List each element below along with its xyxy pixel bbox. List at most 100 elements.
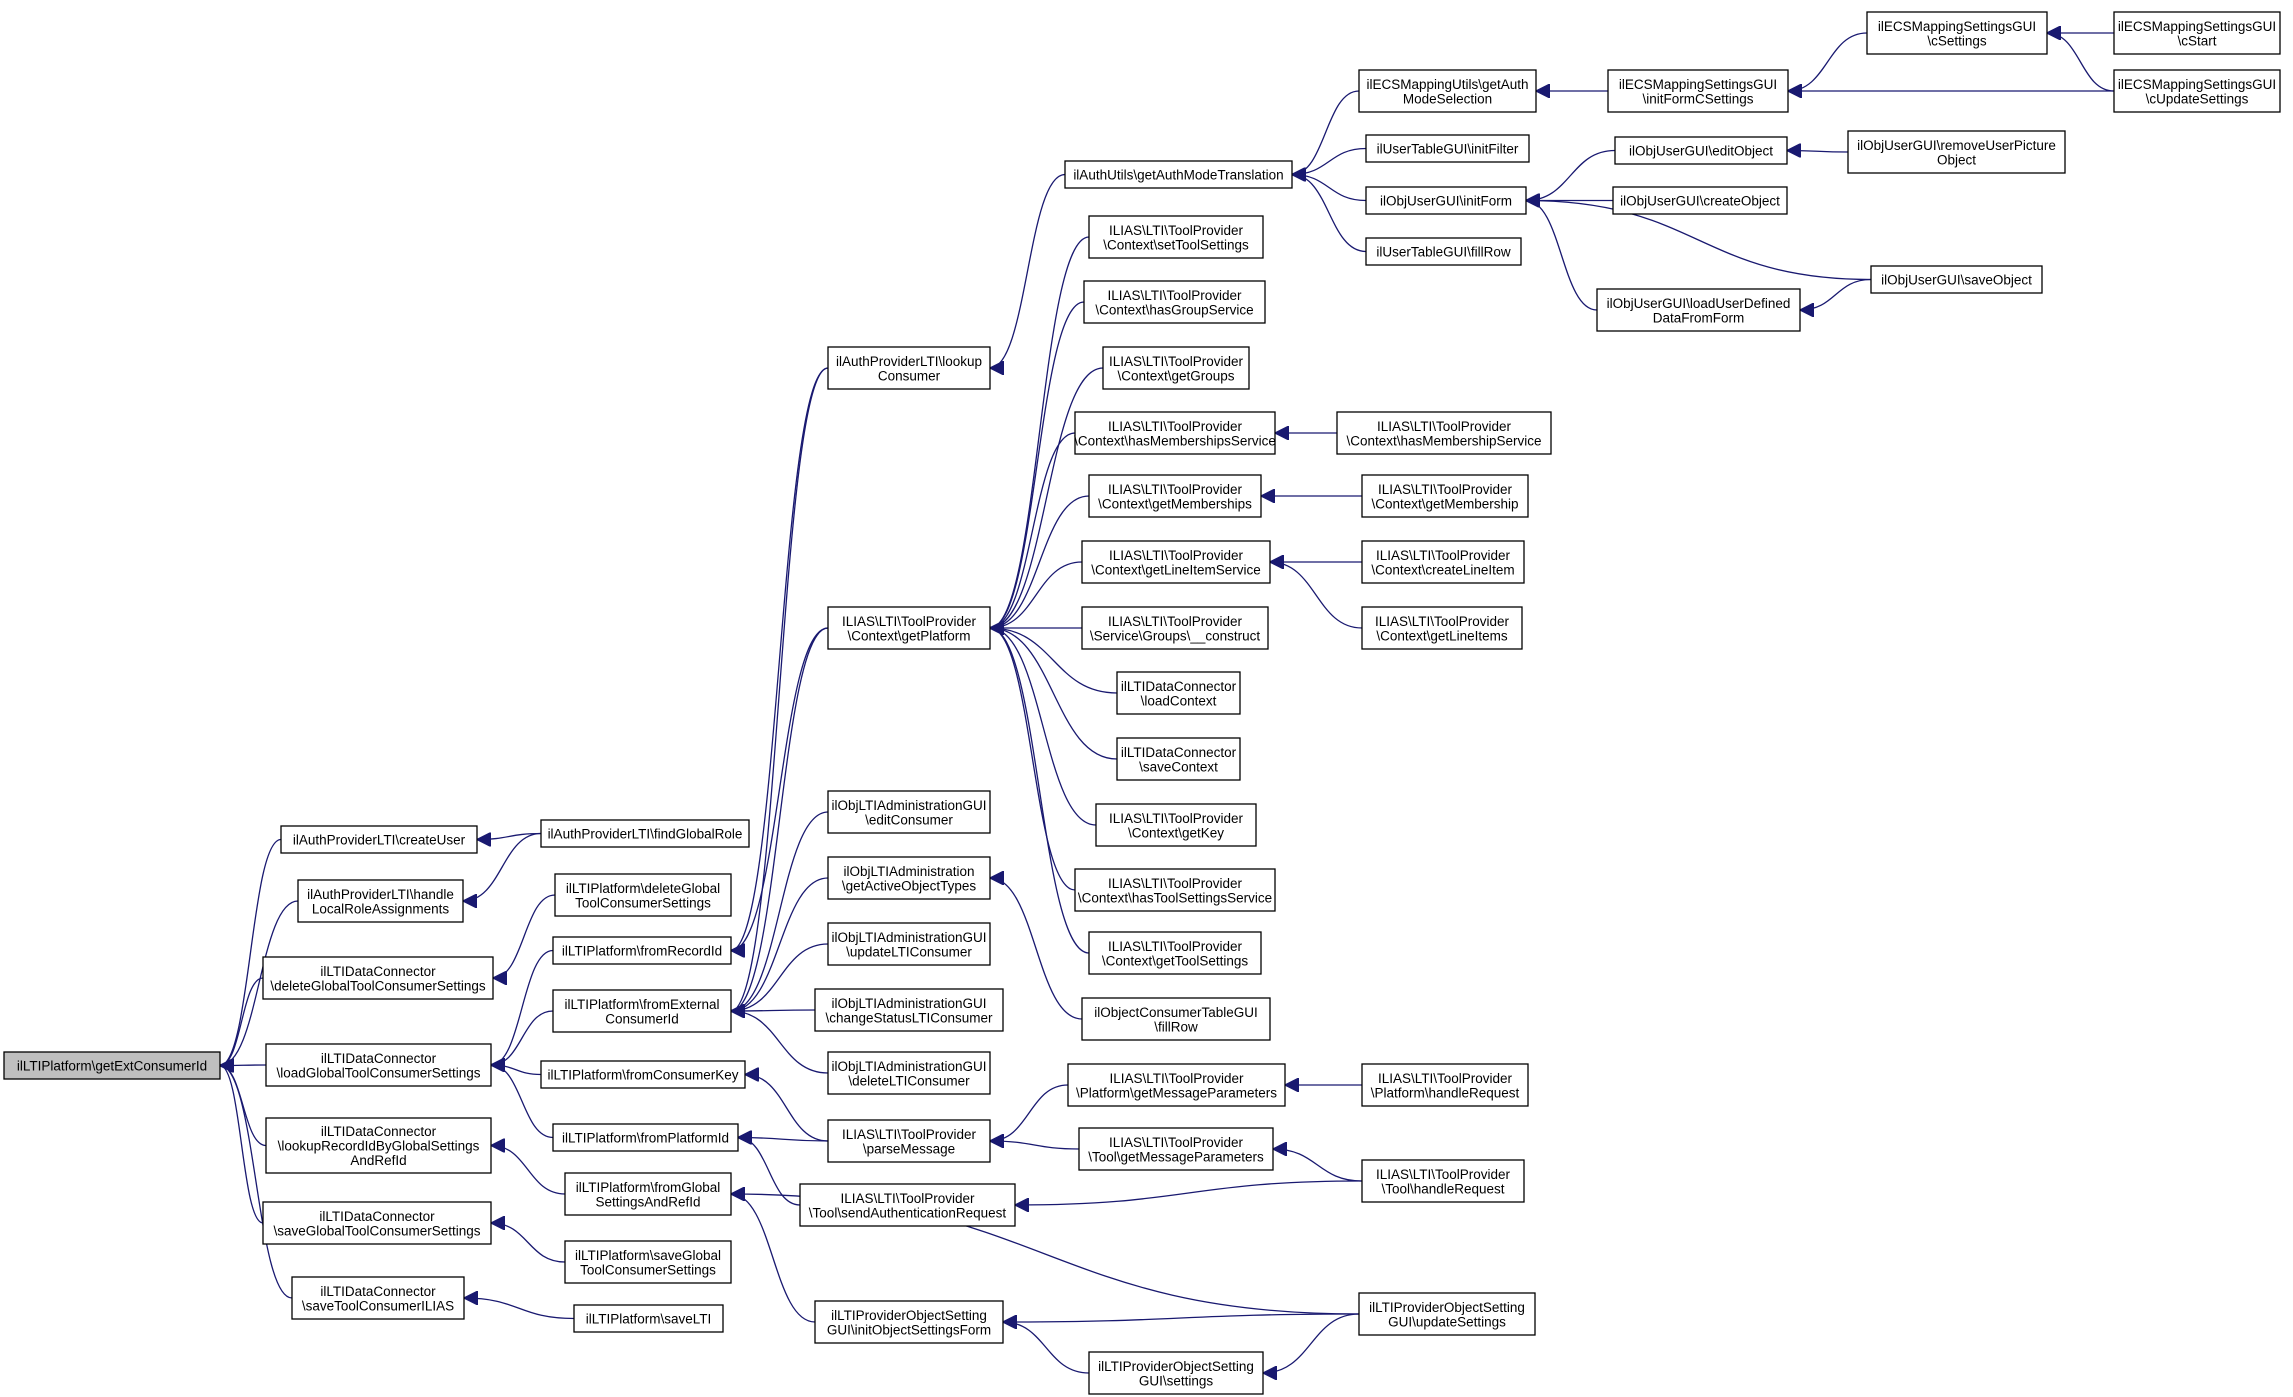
node-box bbox=[554, 873, 732, 917]
node-n62[interactable]: ilECSMappingSettingsGUI\cStart bbox=[2113, 11, 2281, 55]
node-label-line: ilObjUserGUI\loadUserDefined bbox=[1607, 296, 1791, 311]
node-n0[interactable]: ilLTIPlatform\getExtConsumerId bbox=[3, 1051, 221, 1080]
node-n22[interactable]: ilObjLTIAdministrationGUI\changeStatusLT… bbox=[814, 988, 1004, 1032]
node-n12[interactable]: ilLTIPlatform\fromConsumerKey bbox=[540, 1060, 746, 1089]
node-n45[interactable]: ilUserTableGUI\initFilter bbox=[1365, 134, 1530, 163]
node-n35[interactable]: ilLTIDataConnector\loadContext bbox=[1116, 671, 1241, 715]
node-n54[interactable]: ilLTIProviderObjectSettingGUI\updateSett… bbox=[1358, 1292, 1536, 1336]
node-n26[interactable]: ilLTIProviderObjectSettingGUI\initObject… bbox=[814, 1300, 1004, 1344]
node-label-line: SettingsAndRefId bbox=[595, 1194, 700, 1209]
node-label-line: \editConsumer bbox=[865, 812, 953, 827]
node-n21[interactable]: ilObjLTIAdministrationGUI\updateLTIConsu… bbox=[827, 922, 991, 966]
node-n61[interactable]: ilObjUserGUI\saveObject bbox=[1870, 265, 2043, 294]
node-n55[interactable]: ilECSMappingSettingsGUI\initFormCSetting… bbox=[1607, 69, 1789, 113]
node-n36[interactable]: ilLTIDataConnector\saveContext bbox=[1116, 737, 1241, 781]
node-n28[interactable]: ILIAS\LTI\ToolProvider\Context\setToolSe… bbox=[1088, 215, 1264, 259]
node-n3[interactable]: ilLTIDataConnector\deleteGlobalToolConsu… bbox=[262, 956, 494, 1000]
node-n33[interactable]: ILIAS\LTI\ToolProvider\Context\getLineIt… bbox=[1081, 540, 1271, 584]
edge-n53-to-n42 bbox=[1273, 1149, 1363, 1182]
node-n9[interactable]: ilLTIPlatform\deleteGlobalToolConsumerSe… bbox=[554, 873, 732, 917]
node-n41[interactable]: ILIAS\LTI\ToolProvider\Platform\getMessa… bbox=[1067, 1063, 1286, 1107]
node-box bbox=[799, 1183, 1016, 1227]
node-n18[interactable]: ILIAS\LTI\ToolProvider\Context\getPlatfo… bbox=[827, 606, 991, 650]
node-label-line: ilLTIPlatform\fromPlatformId bbox=[562, 1131, 729, 1146]
node-n7[interactable]: ilLTIDataConnector\saveToolConsumerILIAS bbox=[291, 1276, 465, 1320]
node-n16[interactable]: ilLTIPlatform\saveLTI bbox=[573, 1304, 724, 1333]
node-n15[interactable]: ilLTIPlatform\saveGlobalToolConsumerSett… bbox=[564, 1240, 732, 1284]
node-box bbox=[827, 606, 991, 650]
edge-n18-to-n11 bbox=[730, 627, 829, 1011]
node-n34[interactable]: ILIAS\LTI\ToolProvider\Service\Groups\__… bbox=[1081, 606, 1269, 650]
edge-n58-to-n46 bbox=[1525, 201, 1598, 311]
node-n37[interactable]: ILIAS\LTI\ToolProvider\Context\getKey bbox=[1095, 803, 1257, 847]
node-n59[interactable]: ilECSMappingSettingsGUI\cSettings bbox=[1866, 11, 2048, 55]
node-n49[interactable]: ILIAS\LTI\ToolProvider\Context\getMember… bbox=[1361, 474, 1529, 518]
node-n47[interactable]: ilUserTableGUI\fillRow bbox=[1365, 237, 1522, 266]
node-n19[interactable]: ilObjLTIAdministrationGUI\editConsumer bbox=[827, 790, 991, 834]
node-n1[interactable]: ilAuthProviderLTI\createUser bbox=[280, 825, 478, 854]
node-n20[interactable]: ilObjLTIAdministration\getActiveObjectTy… bbox=[827, 856, 991, 900]
node-n25[interactable]: ILIAS\LTI\ToolProvider\Tool\sendAuthenti… bbox=[799, 1183, 1016, 1227]
node-n42[interactable]: ILIAS\LTI\ToolProvider\Tool\getMessagePa… bbox=[1078, 1127, 1274, 1171]
node-label-line: GUI\settings bbox=[1139, 1373, 1214, 1388]
node-label-line: ILIAS\LTI\ToolProvider bbox=[1109, 811, 1244, 826]
node-box bbox=[1361, 606, 1523, 650]
node-n32[interactable]: ILIAS\LTI\ToolProvider\Context\getMember… bbox=[1088, 474, 1262, 518]
node-n6[interactable]: ilLTIDataConnector\saveGlobalToolConsume… bbox=[262, 1201, 492, 1245]
node-box bbox=[564, 1240, 732, 1284]
node-label-line: GUI\updateSettings bbox=[1388, 1314, 1506, 1329]
node-label-line: ILIAS\LTI\ToolProvider bbox=[1378, 482, 1513, 497]
node-label-line: \loadContext bbox=[1141, 693, 1217, 708]
node-n53[interactable]: ILIAS\LTI\ToolProvider\Tool\handleReques… bbox=[1361, 1159, 1525, 1203]
node-label-line: ilAuthUtils\getAuthModeTranslation bbox=[1073, 168, 1283, 183]
node-n5[interactable]: ilLTIDataConnector\lookupRecordIdByGloba… bbox=[265, 1117, 492, 1174]
node-n51[interactable]: ILIAS\LTI\ToolProvider\Context\getLineIt… bbox=[1361, 606, 1523, 650]
node-label-line: \getActiveObjectTypes bbox=[842, 878, 977, 893]
node-n8[interactable]: ilAuthProviderLTI\findGlobalRole bbox=[540, 819, 750, 848]
edge-n35-to-n18 bbox=[990, 628, 1118, 694]
node-label-line: ILIAS\LTI\ToolProvider bbox=[1109, 548, 1244, 563]
node-label-line: \saveToolConsumerILIAS bbox=[302, 1298, 454, 1313]
node-n27[interactable]: ilAuthUtils\getAuthModeTranslation bbox=[1064, 160, 1293, 189]
node-n48[interactable]: ILIAS\LTI\ToolProvider\Context\hasMember… bbox=[1336, 411, 1552, 455]
node-n30[interactable]: ILIAS\LTI\ToolProvider\Context\getGroups bbox=[1102, 346, 1250, 390]
node-label-line: ilLTIPlatform\saveLTI bbox=[586, 1312, 712, 1327]
node-n4[interactable]: ilLTIDataConnector\loadGlobalToolConsume… bbox=[265, 1043, 492, 1087]
node-label-line: \Context\getLineItemService bbox=[1091, 562, 1261, 577]
node-label-line: ConsumerId bbox=[605, 1011, 679, 1026]
node-label-line: ILIAS\LTI\ToolProvider bbox=[1109, 223, 1244, 238]
node-n13[interactable]: ilLTIPlatform\fromPlatformId bbox=[552, 1123, 739, 1152]
node-n46[interactable]: ilObjUserGUI\initForm bbox=[1365, 186, 1527, 215]
node-label-line: ilECSMappingSettingsGUI bbox=[2118, 19, 2276, 34]
edge-n22-to-n11 bbox=[731, 1010, 816, 1011]
node-n40[interactable]: ilObjectConsumerTableGUI\fillRow bbox=[1081, 997, 1271, 1041]
node-n38[interactable]: ILIAS\LTI\ToolProvider\Context\hasToolSe… bbox=[1074, 868, 1276, 912]
node-n52[interactable]: ILIAS\LTI\ToolProvider\Platform\handleRe… bbox=[1361, 1063, 1529, 1107]
node-n39[interactable]: ILIAS\LTI\ToolProvider\Context\getToolSe… bbox=[1088, 931, 1262, 975]
node-n2[interactable]: ilAuthProviderLTI\handleLocalRoleAssignm… bbox=[297, 879, 464, 923]
node-n29[interactable]: ILIAS\LTI\ToolProvider\Context\hasGroupS… bbox=[1083, 280, 1266, 324]
node-n56[interactable]: ilObjUserGUI\editObject bbox=[1614, 136, 1788, 165]
node-n31[interactable]: ILIAS\LTI\ToolProvider\Context\hasMember… bbox=[1074, 411, 1276, 455]
node-n24[interactable]: ILIAS\LTI\ToolProvider\parseMessage bbox=[827, 1119, 991, 1163]
node-n63[interactable]: ilECSMappingSettingsGUI\cUpdateSettings bbox=[2113, 69, 2281, 113]
edge-n17-to-n11 bbox=[730, 367, 829, 1011]
node-n23[interactable]: ilObjLTIAdministrationGUI\deleteLTIConsu… bbox=[827, 1051, 991, 1095]
edge-n61-to-n46 bbox=[1526, 201, 1872, 281]
node-box bbox=[2113, 11, 2281, 55]
node-box bbox=[3, 1051, 221, 1080]
node-n57[interactable]: ilObjUserGUI\createObject bbox=[1612, 186, 1788, 215]
node-n10[interactable]: ilLTIPlatform\fromRecordId bbox=[552, 936, 732, 965]
node-label-line: ILIAS\LTI\ToolProvider bbox=[1108, 876, 1243, 891]
node-label-line: \Context\getLineItems bbox=[1376, 628, 1508, 643]
node-box bbox=[291, 1276, 465, 1320]
node-n50[interactable]: ILIAS\LTI\ToolProvider\Context\createLin… bbox=[1361, 540, 1525, 584]
node-box bbox=[1081, 540, 1271, 584]
